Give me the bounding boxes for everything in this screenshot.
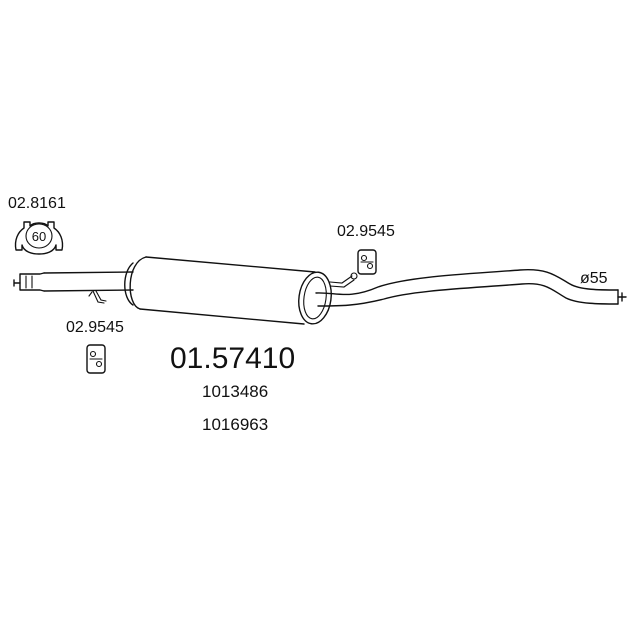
outlet-pipe xyxy=(315,268,627,307)
muffler xyxy=(124,256,332,325)
diameter-label: ø55 xyxy=(580,270,608,287)
part-number-label: 01.57410 xyxy=(170,342,295,375)
hanger-left-code-label: 02.9545 xyxy=(66,319,124,336)
clamp-code-label: 02.8161 xyxy=(8,195,66,212)
inlet-pipe xyxy=(13,271,134,292)
oe-number-1: 1013486 xyxy=(202,382,268,401)
hanger-right-code-label: 02.9545 xyxy=(337,223,395,240)
pipe-bracket-left xyxy=(88,290,107,304)
muffler-stud xyxy=(329,272,358,288)
clamp-icon: 60 xyxy=(14,221,64,255)
rubber-hanger-icon-left xyxy=(86,344,106,374)
rubber-hanger-icon-right xyxy=(357,249,377,275)
oe-number-2: 1016963 xyxy=(202,415,268,434)
clamp-size-label: 60 xyxy=(32,229,46,244)
